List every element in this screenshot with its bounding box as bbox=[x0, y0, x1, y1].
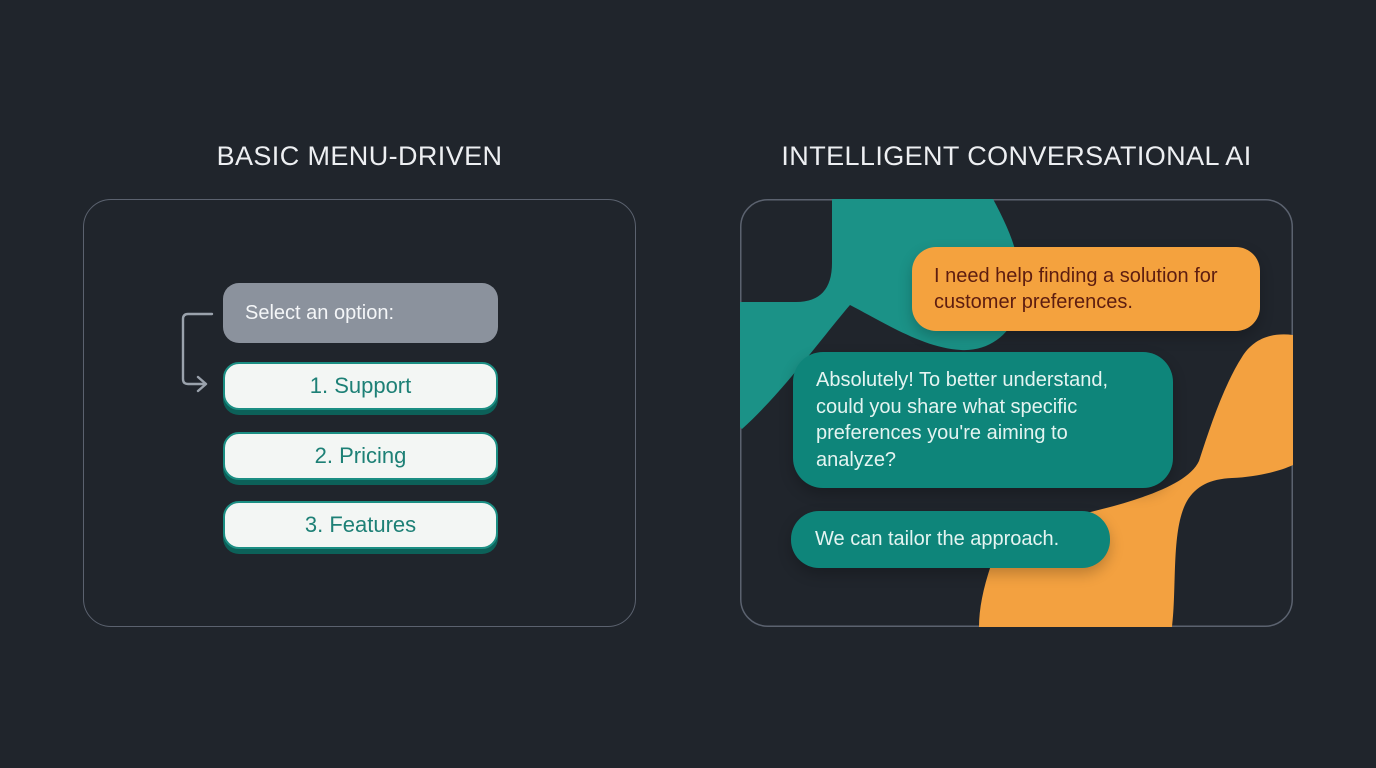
flow-arrow-icon bbox=[181, 312, 214, 393]
menu-option-features-button[interactable]: 3. Features bbox=[223, 501, 498, 549]
ai-message-text: We can tailor the approach. bbox=[815, 528, 1060, 551]
conversational-ai-panel: I need help finding a solution for custo… bbox=[740, 199, 1293, 627]
ai-message-text: Absolutely! To better understand, could … bbox=[816, 369, 1109, 471]
left-panel-title: BASIC MENU-DRIVEN bbox=[216, 141, 503, 171]
right-panel-title: INTELLIGENT CONVERSATIONAL AI bbox=[781, 141, 1252, 171]
menu-driven-panel: Select an option: 1. Support 2. Pricing … bbox=[83, 199, 636, 627]
menu-option-pricing-button[interactable]: 2. Pricing bbox=[223, 432, 498, 480]
ai-message-bubble: We can tailor the approach. bbox=[791, 511, 1110, 568]
menu-option-support-button[interactable]: 1. Support bbox=[223, 362, 498, 410]
bot-prompt-bubble: Select an option: bbox=[223, 283, 498, 343]
bot-prompt-text: Select an option: bbox=[245, 301, 394, 324]
user-message-bubble: I need help finding a solution for custo… bbox=[912, 247, 1260, 331]
user-message-text: I need help finding a solution for custo… bbox=[934, 264, 1218, 314]
ai-message-bubble: Absolutely! To better understand, could … bbox=[793, 352, 1173, 488]
